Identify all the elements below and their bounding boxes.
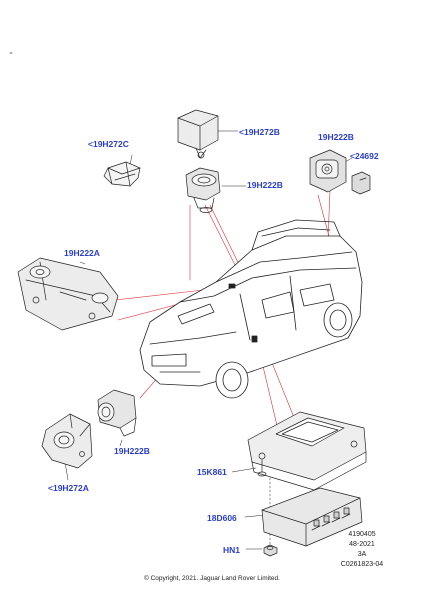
copyright-notice: © Copyright, 2021. Jaguar Land Rover Lim… [144, 575, 280, 582]
callout-19h222a[interactable]: 19H222A [64, 248, 100, 258]
camera-top-drawing [185, 167, 221, 213]
vehicle-drawing [139, 219, 363, 399]
nut-drawing [263, 544, 278, 557]
illustration-revision: 3A [357, 551, 367, 558]
illustration-number: 4190405 [348, 531, 376, 538]
mounting-bracket-drawing [247, 411, 367, 491]
callout-24692[interactable]: <24692 [350, 151, 379, 161]
camera-bracket-left-drawing [17, 257, 119, 331]
camera-cover-drawing [177, 109, 219, 159]
callout-19h222b-right[interactable]: 19H222B [318, 132, 354, 142]
camera-right-drawing [309, 149, 371, 195]
callout-19h222b-front[interactable]: 19H222B [114, 446, 150, 456]
bracket-19h272c-drawing [103, 161, 141, 187]
callout-15k861[interactable]: 15K861 [197, 467, 227, 477]
control-module-drawing [261, 487, 363, 547]
bracket-front-drawing [41, 413, 93, 469]
illustration-date: 48-2021 [349, 541, 375, 548]
callout-19h272c[interactable]: <19H272C [88, 139, 129, 149]
illustration-reference: C0261823-04 [340, 561, 384, 568]
callout-18d606[interactable]: 18D606 [207, 513, 237, 523]
callout-hn1[interactable]: HN1 [223, 545, 241, 555]
callout-19h222b-top[interactable]: 19H222B [247, 180, 283, 190]
callout-19h272b[interactable]: <19H272B [239, 127, 280, 137]
callout-19h272a[interactable]: <19H272A [48, 483, 89, 493]
camera-front-drawing [97, 389, 137, 437]
